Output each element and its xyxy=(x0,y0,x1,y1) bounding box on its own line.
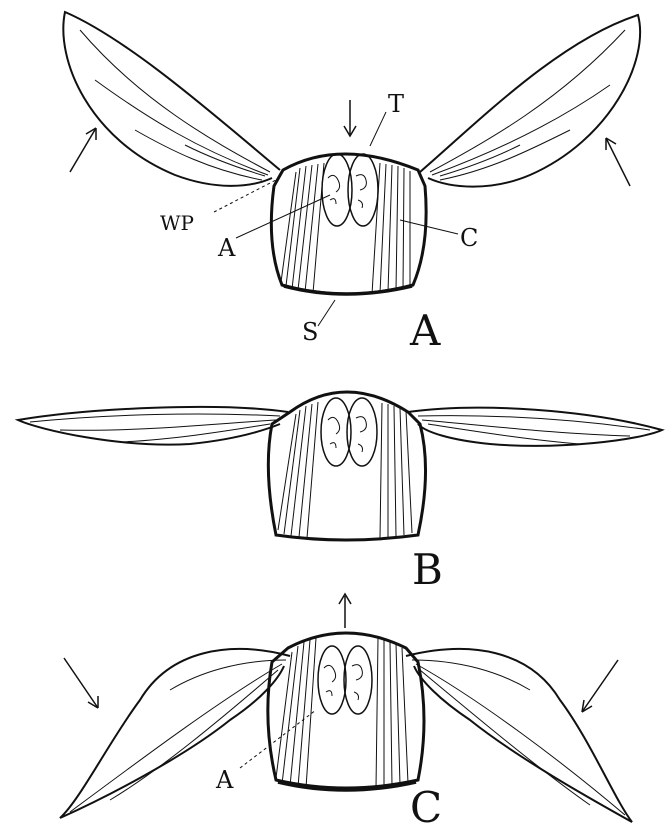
tergum-down-arrow-a xyxy=(344,100,356,136)
panel-label-c: C xyxy=(410,783,442,828)
lateral-muscle-fibers-c-right xyxy=(376,638,408,788)
left-wing-a xyxy=(63,12,280,186)
panel-a: T WP A C S A xyxy=(63,12,640,355)
panel-label-a: A xyxy=(409,306,441,355)
panel-c: A C xyxy=(60,594,632,828)
tergum-up-arrow-c xyxy=(339,594,351,628)
right-wing-b xyxy=(408,408,662,446)
label-t: T xyxy=(388,90,404,118)
panel-b: B xyxy=(18,392,662,594)
label-a-c: A xyxy=(215,766,234,794)
lateral-muscle-fibers-a-left xyxy=(281,163,324,293)
label-a: A xyxy=(217,234,236,262)
longitudinal-muscle-a xyxy=(322,154,378,226)
longitudinal-muscle-c xyxy=(318,646,372,714)
wing-motion-arrows-c xyxy=(64,658,618,712)
longitudinal-muscle-b xyxy=(321,398,377,466)
panel-label-b: B xyxy=(412,545,443,594)
left-wing-c xyxy=(60,649,290,818)
lateral-muscle-fibers-b-right xyxy=(380,403,412,538)
label-wp: WP xyxy=(160,211,194,235)
label-s: S xyxy=(302,318,318,346)
right-wing-a xyxy=(420,15,640,187)
sternum-a xyxy=(284,286,412,294)
label-c: C xyxy=(460,224,478,252)
lateral-muscle-fibers-b-left xyxy=(278,402,318,538)
left-wing-b xyxy=(18,407,288,445)
